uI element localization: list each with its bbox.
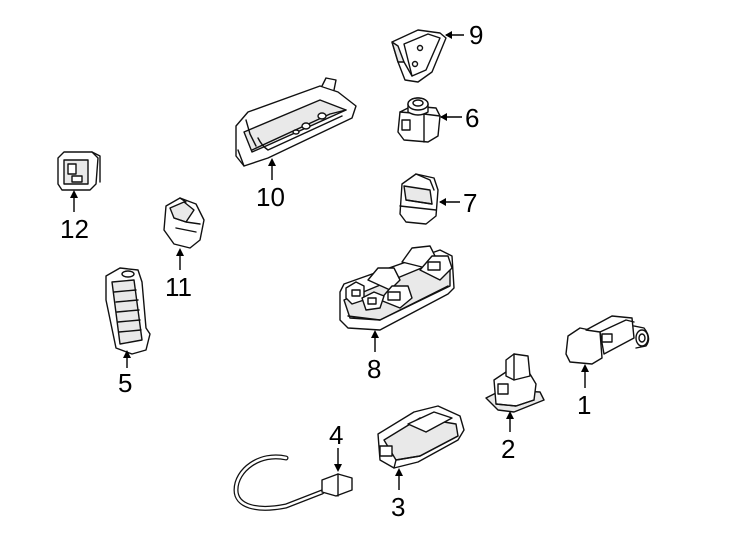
part-9-switch xyxy=(391,29,447,83)
callout-9: 9 xyxy=(469,20,483,50)
part-3-module xyxy=(377,405,465,469)
arrow-10 xyxy=(268,158,276,180)
arrow-12 xyxy=(70,190,78,212)
arrow-7 xyxy=(439,198,460,206)
part-4-cable xyxy=(233,454,353,511)
callout-12: 12 xyxy=(60,214,89,244)
callout-3: 3 xyxy=(391,492,405,522)
callout-10: 10 xyxy=(256,182,285,212)
part-7-switch xyxy=(399,173,439,225)
arrow-3 xyxy=(395,468,403,490)
callout-5: 5 xyxy=(118,368,132,398)
callout-8: 8 xyxy=(367,354,381,384)
callout-4: 4 xyxy=(329,420,343,450)
arrow-6 xyxy=(440,113,462,121)
arrow-11 xyxy=(176,248,184,270)
arrow-8 xyxy=(371,330,379,352)
arrow-4 xyxy=(334,448,342,472)
callout-2: 2 xyxy=(501,434,515,464)
part-2-switch xyxy=(485,353,545,413)
callout-11: 11 xyxy=(165,272,192,302)
callout-6: 6 xyxy=(465,103,479,133)
arrow-1 xyxy=(581,364,589,388)
part-8-master-switch xyxy=(339,245,455,331)
part-10-bezel xyxy=(235,77,357,167)
part-6-knob-switch xyxy=(397,97,441,143)
arrow-2 xyxy=(506,411,514,432)
arrow-9 xyxy=(445,31,464,39)
callout-1: 1 xyxy=(577,390,591,420)
part-5-pad xyxy=(105,267,151,355)
part-11-switch xyxy=(163,197,205,249)
part-12-switch xyxy=(57,151,101,191)
arrow-5 xyxy=(123,350,131,368)
callout-7: 7 xyxy=(463,188,477,218)
part-1-sensor xyxy=(565,315,650,365)
